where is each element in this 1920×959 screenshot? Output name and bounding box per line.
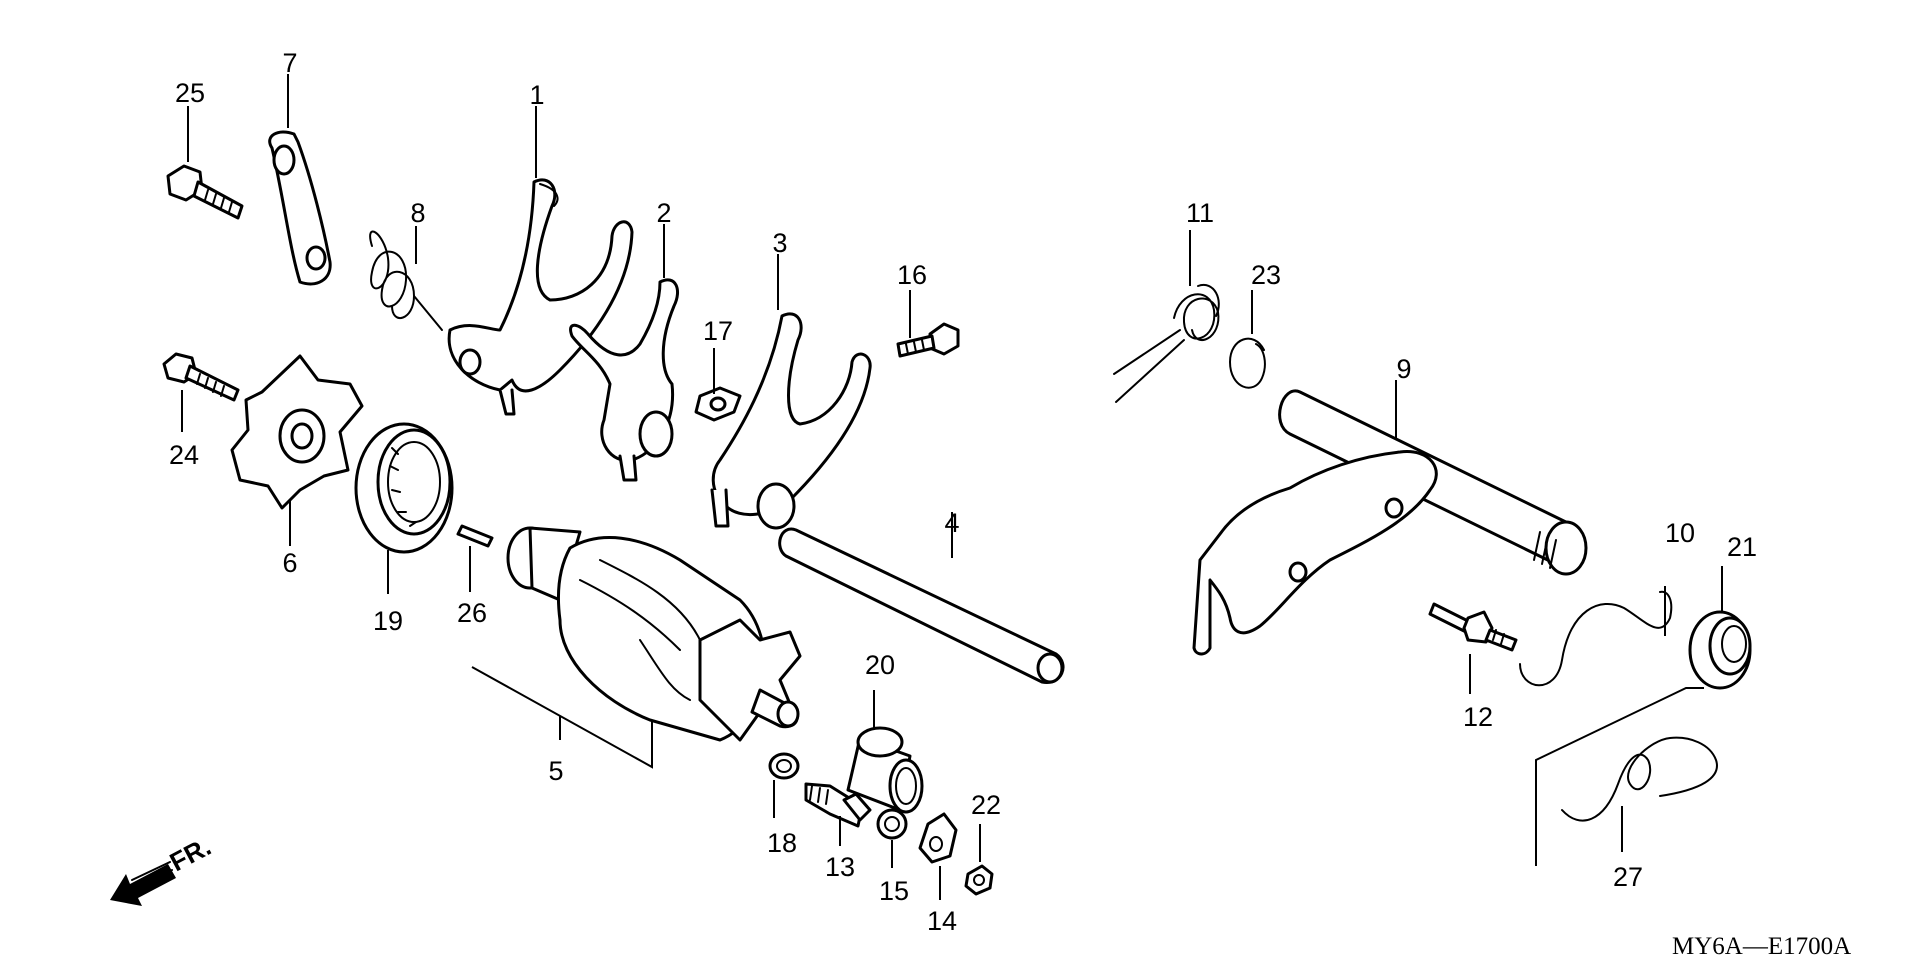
callout-14: 14 (927, 906, 957, 936)
callout-24: 24 (169, 440, 199, 470)
part-9-spindle-drawing (1192, 389, 1588, 656)
part-1-shift-fork-drawing (447, 178, 634, 416)
callout-9: 9 (1396, 354, 1411, 384)
part-10-spring-drawing (1519, 590, 1673, 687)
callout-21: 21 (1727, 532, 1757, 562)
callout-23: 23 (1251, 260, 1281, 290)
callout-16: 16 (897, 260, 927, 290)
part-14-plate-drawing (918, 812, 958, 864)
part-18-washer-drawing (768, 752, 800, 780)
part-21-oil-seal-drawing (1688, 610, 1752, 690)
front-direction-arrow: FR. (110, 831, 216, 906)
part-4-fork-shaft-drawing (778, 527, 1065, 684)
callout-12: 12 (1463, 702, 1493, 732)
part-13-switch-drawing (804, 782, 872, 828)
leader-lines (181, 74, 1723, 900)
callout-25: 25 (175, 78, 205, 108)
part-3-shift-fork-drawing (710, 312, 872, 530)
callout-7: 7 (282, 48, 297, 78)
callout-15: 15 (879, 876, 909, 906)
callout-26: 26 (457, 598, 487, 628)
callout-22: 22 (971, 790, 1001, 820)
part-20-collar-drawing (846, 726, 924, 814)
diagram-code: MY6A—E1700A (1672, 933, 1851, 959)
callout-2: 2 (656, 198, 671, 228)
part-26-pin-drawing (456, 524, 494, 548)
callout-numbers: 1 2 3 4 5 6 7 8 9 10 11 12 13 14 15 16 1… (169, 48, 1757, 936)
part-22-nut-drawing (964, 864, 994, 896)
part-8-spring-drawing (369, 230, 443, 331)
callout-6: 6 (282, 548, 297, 578)
part-25-bolt-drawing (166, 164, 244, 220)
part-16-bolt-drawing (896, 322, 960, 358)
part-11-spring-drawing (1113, 283, 1220, 403)
callout-19: 19 (373, 606, 403, 636)
part-27-spring-drawing (1561, 736, 1718, 822)
part-19-bearing-drawing (354, 422, 454, 554)
part-24-bolt-drawing (162, 352, 240, 402)
part-17-pin-drawing (694, 386, 742, 422)
part-15-washer-drawing (876, 808, 908, 840)
part-23-circlip-drawing (1228, 337, 1266, 389)
callout-5: 5 (548, 756, 563, 786)
callout-1: 1 (529, 80, 544, 110)
callout-3: 3 (772, 228, 787, 258)
part-12-pin-bolt-drawing (1428, 602, 1518, 652)
part-2-shift-fork-drawing (569, 278, 679, 482)
part-7-stopper-arm-drawing (268, 130, 332, 286)
callout-18: 18 (767, 828, 797, 858)
callout-11: 11 (1186, 198, 1214, 228)
callout-8: 8 (410, 198, 425, 228)
callout-17: 17 (703, 316, 733, 346)
callout-20: 20 (865, 650, 895, 680)
part-6-drum-plate-drawing (230, 354, 364, 510)
callout-10: 10 (1665, 518, 1695, 548)
callout-13: 13 (825, 852, 855, 882)
callout-4: 4 (944, 508, 959, 538)
callout-27: 27 (1613, 862, 1643, 892)
part-5-shift-drum-drawing (506, 526, 802, 742)
